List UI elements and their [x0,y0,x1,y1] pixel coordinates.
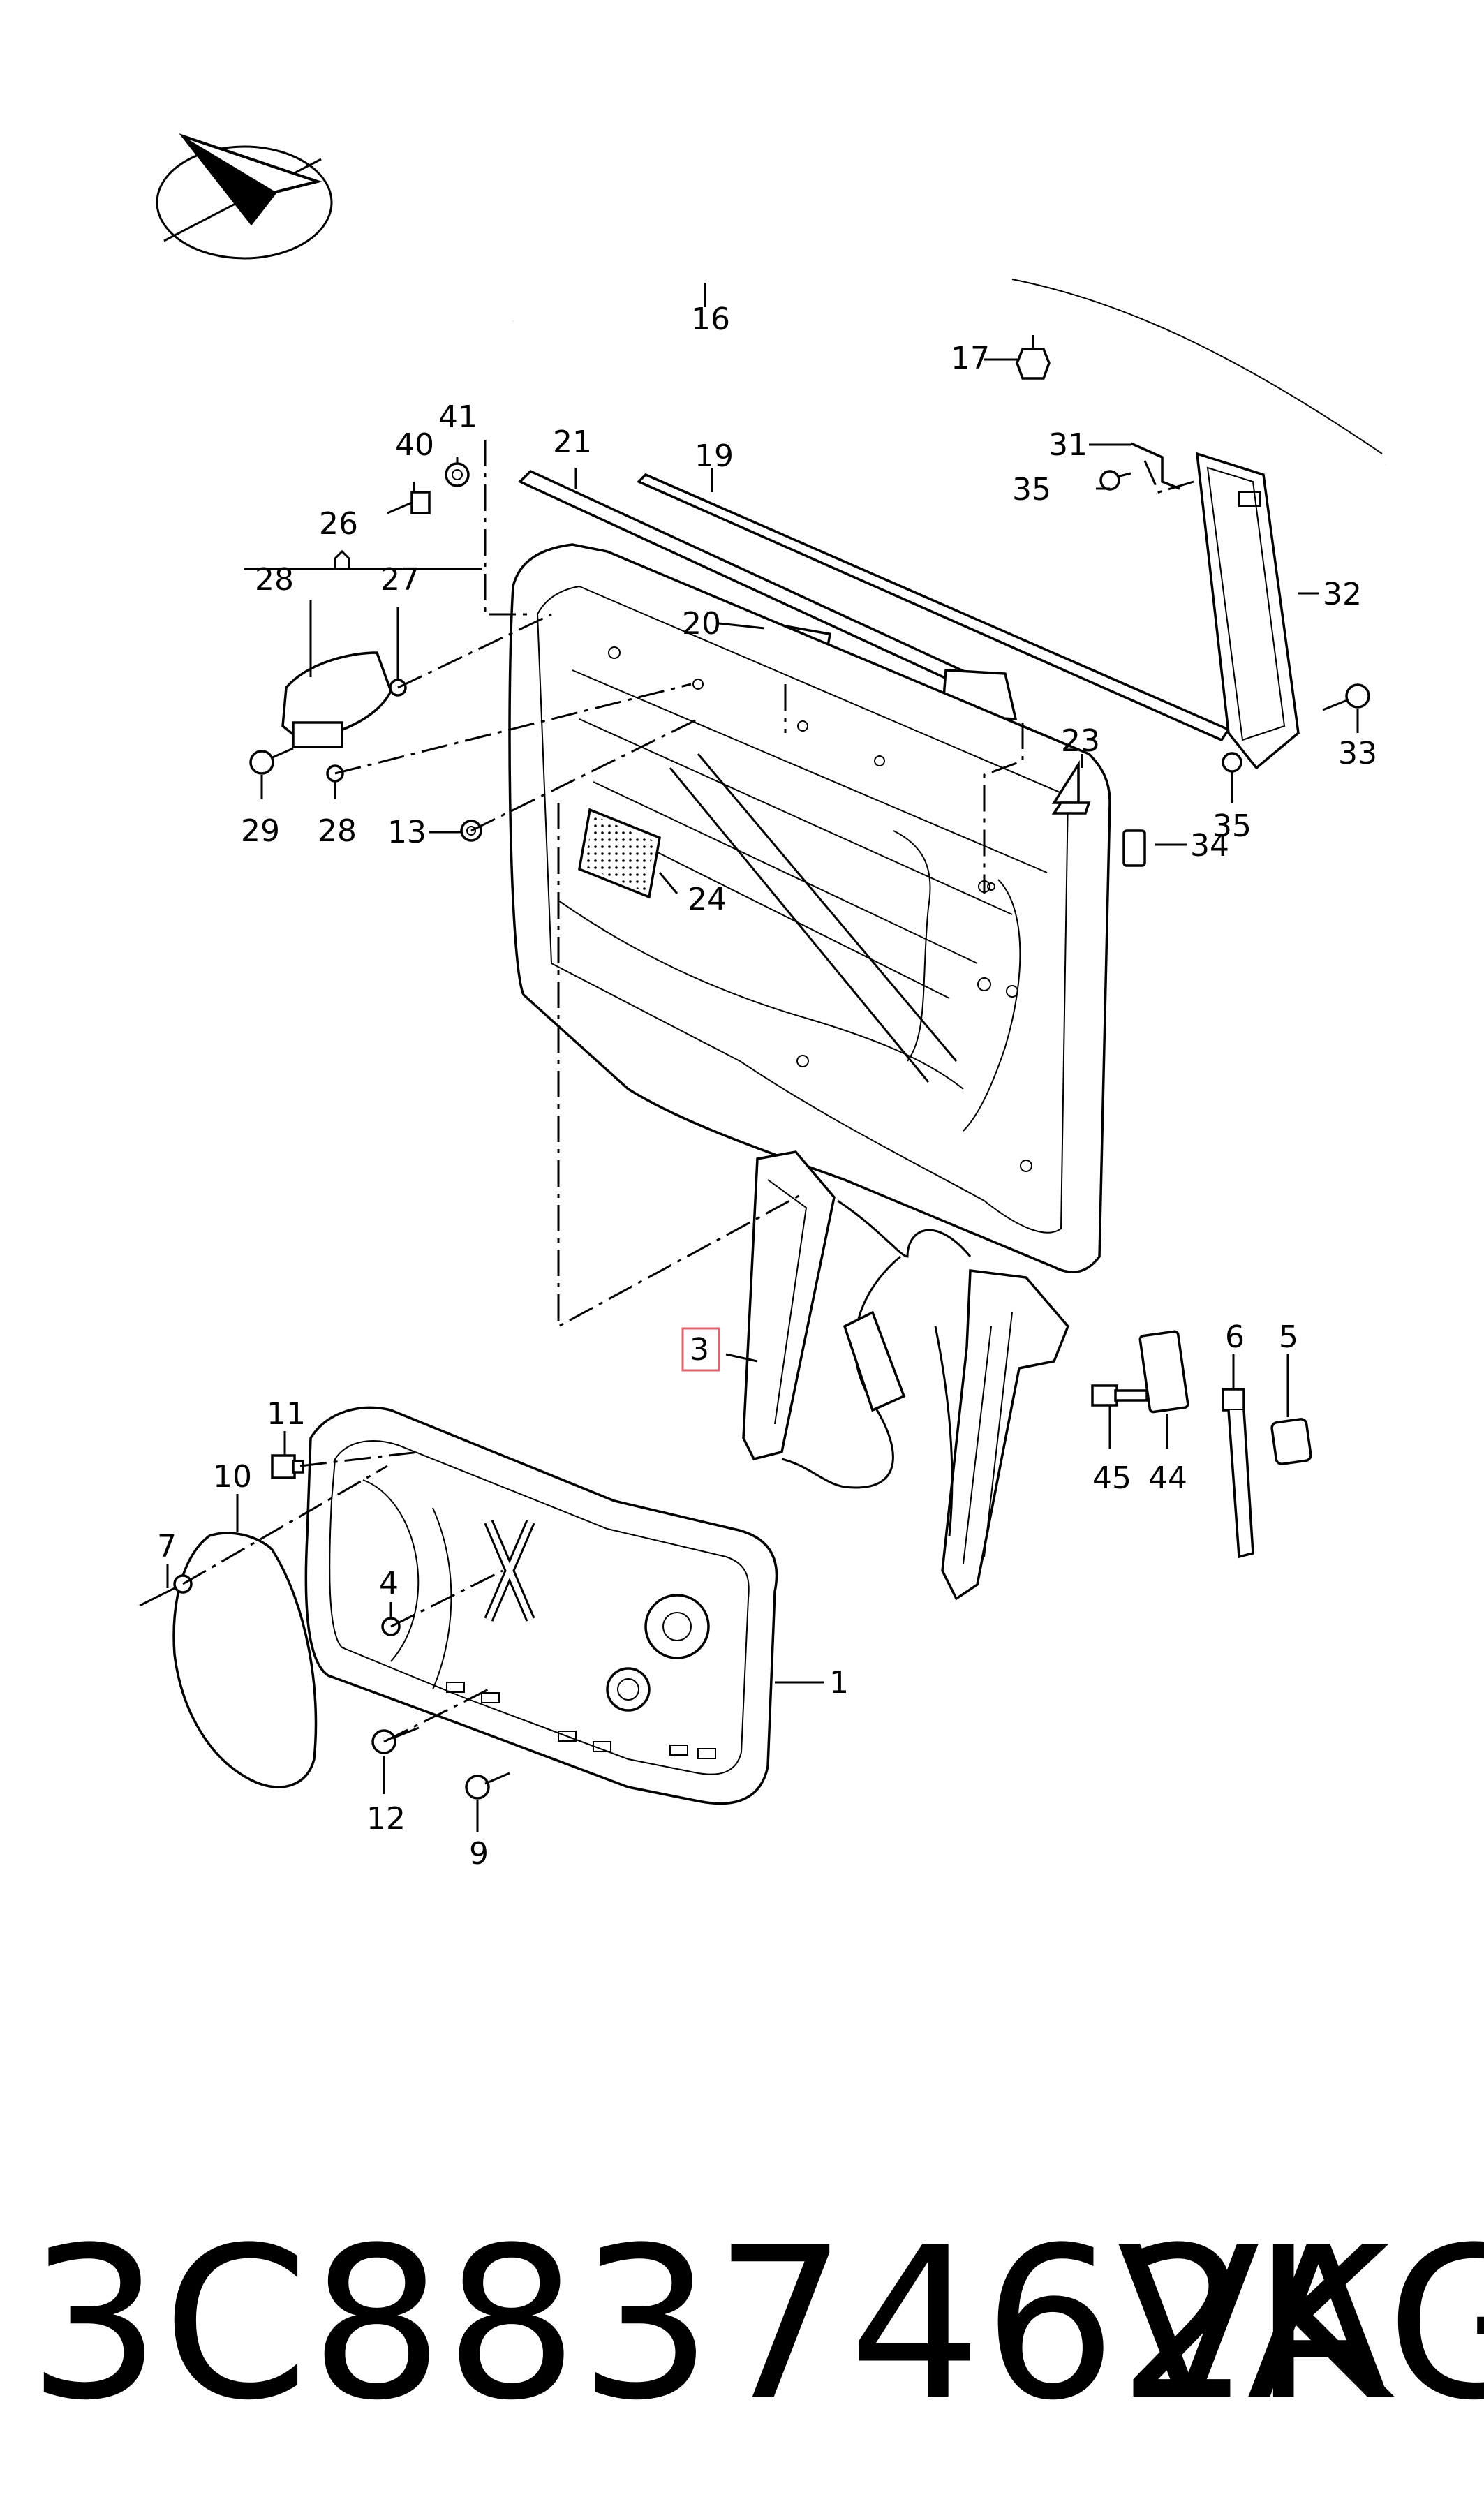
window-regulator [742,1150,1070,1601]
bolt-12 [371,1726,420,1754]
callout-29: 29 [241,813,280,849]
callout-40: 40 [395,427,434,463]
callout-5: 5 [1279,1319,1298,1355]
cable-tie-6 [1222,1388,1254,1559]
callout-6: 6 [1225,1319,1245,1355]
callout-45: 45 [1092,1460,1131,1496]
nut-11 [271,1454,304,1479]
part-number-caption: 3C8837462K [28,2202,1392,2446]
callout-41: 41 [438,399,477,435]
trim-clip [1130,442,1180,490]
seal-piece-34 [1122,829,1146,867]
callout-28-bottom: 28 [318,813,357,849]
callout-24: 24 [688,882,727,917]
callout-33: 33 [1338,736,1377,771]
callout-35-top: 35 [1012,472,1051,508]
callout-35-bottom: 35 [1212,808,1252,844]
callout-7: 7 [157,1529,177,1564]
sound-absorber-pad [578,808,661,899]
highlight-box [681,1327,720,1372]
bolt-40 [387,491,431,514]
callout-21: 21 [553,424,592,460]
callout-31: 31 [1048,427,1088,463]
screw-35b [1222,752,1242,773]
callout-20: 20 [682,606,721,642]
callout-34: 34 [1190,828,1229,864]
assembly-carrier [304,1406,778,1805]
callout-13: 13 [387,815,426,850]
roof-seal-strip [509,246,1389,468]
assembly-lines [182,440,1194,1743]
clip-17 [1016,335,1051,380]
callout-1: 1 [829,1665,849,1701]
mirror-bracket [281,651,392,748]
bolt-33 [1322,683,1370,711]
clip-5 [1270,1418,1312,1465]
callout-3: 3 [690,1332,709,1368]
callout-12: 12 [366,1801,406,1837]
screw-9 [465,1772,510,1800]
callout-32: 32 [1323,577,1362,612]
callout-16: 16 [691,302,730,337]
door-seal-membrane [172,1532,318,1788]
callout-23: 23 [1061,723,1100,759]
callout-labels: 16 17 21 19 41 40 31 35 26 28 27 32 20 3… [157,302,1377,1872]
screw-35a [1099,470,1131,491]
door-shell [508,543,1111,1273]
callout-44: 44 [1148,1460,1187,1496]
brand-caption: VAG [1117,2202,1484,2446]
callout-17: 17 [951,341,990,376]
callout-27: 27 [380,562,420,598]
wedge-23 [1051,760,1091,815]
callout-19: 19 [695,438,734,474]
callout-28-top: 28 [255,562,294,598]
callout-10: 10 [213,1459,252,1495]
motor-cover-44 [1138,1330,1189,1414]
callout-9: 9 [469,1836,489,1872]
b-pillar-trim [1195,452,1300,770]
callout-4: 4 [379,1566,399,1601]
washer-41 [445,462,470,487]
screw-29 [249,747,294,775]
bolt-45 [1091,1384,1148,1407]
callout-leaders [166,283,1359,1832]
callout-11: 11 [267,1396,306,1432]
orientation-logo [156,133,333,260]
callout-26: 26 [319,506,358,542]
